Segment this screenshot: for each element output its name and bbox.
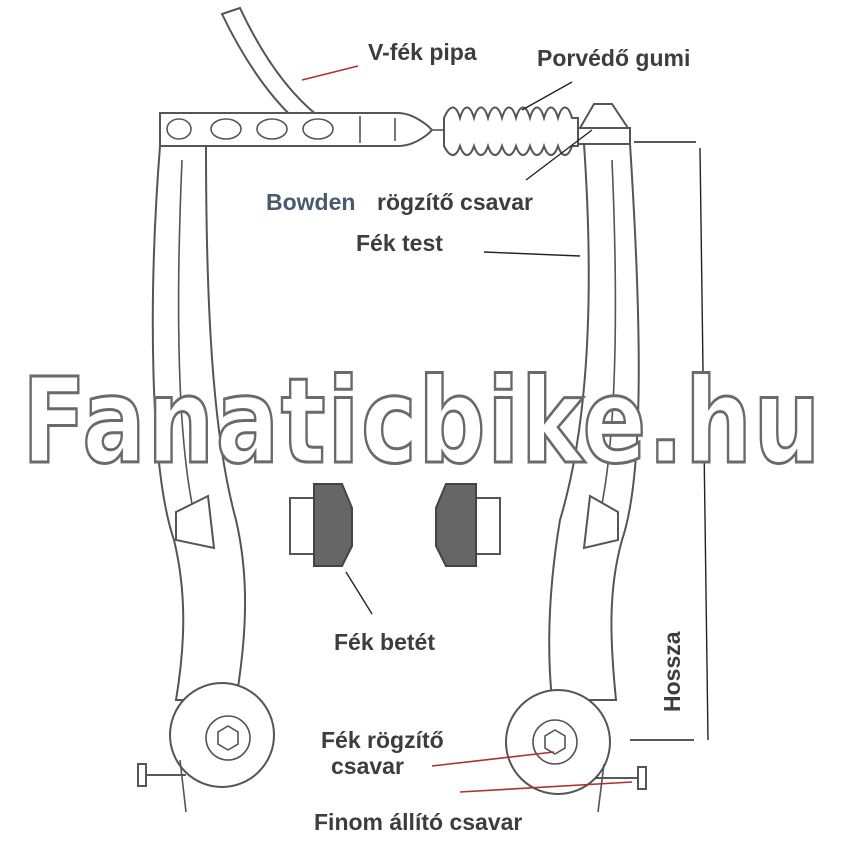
cable-housing	[220, 6, 320, 126]
label-dust-boot: Porvédő gumi	[537, 45, 690, 71]
dust-boot	[443, 106, 579, 156]
label-v-brake-noodle: V-fék pipa	[368, 39, 477, 65]
right-brake-arm	[505, 143, 640, 795]
cable-stop	[577, 103, 631, 145]
label-brake-body: Fék test	[356, 230, 443, 256]
right-brake-pad	[435, 483, 501, 567]
left-brake-pad	[289, 483, 353, 567]
watermark: Fanaticbike.hu	[22, 352, 822, 490]
label-cable-anchor-bolt: rögzítő csavar	[377, 189, 533, 215]
label-bowden: Bowden	[266, 189, 355, 215]
noodle-pipe	[159, 112, 444, 147]
label-fine-adjust-screw: Finom állító csavar	[314, 809, 522, 835]
length-dimension	[630, 141, 709, 741]
left-spring-screw	[137, 759, 187, 813]
label-length: Hossza	[659, 631, 685, 712]
leader-lines	[301, 65, 633, 793]
label-brake-pad: Fék betét	[334, 629, 435, 655]
label-mounting-bolt-line2: csavar	[331, 753, 404, 779]
left-brake-arm	[151, 145, 275, 788]
label-mounting-bolt-line1: Fék rögzítő	[321, 727, 444, 753]
right-spring-screw	[596, 763, 647, 813]
